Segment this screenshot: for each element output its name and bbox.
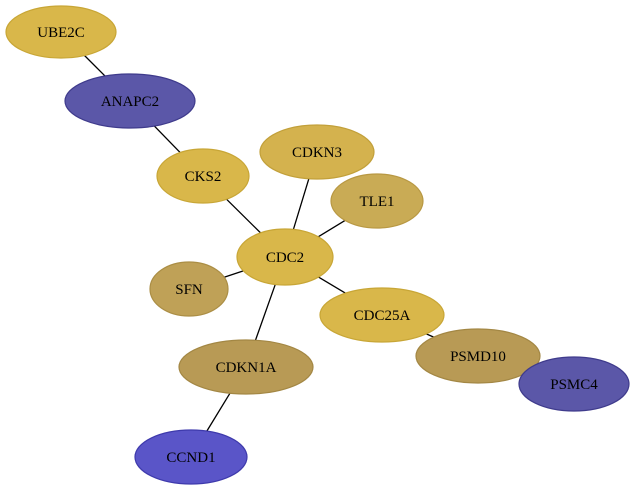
node-shape [134, 429, 248, 485]
node-shape [236, 228, 334, 286]
node-shape [5, 5, 117, 59]
edge-anapc2-cks2 [153, 125, 181, 154]
edge-cdc2-cdkn1a [254, 284, 276, 341]
node-shape [149, 261, 229, 317]
edge-tle1-cdc2 [317, 219, 346, 238]
node-psmd10[interactable]: PSMD10 [415, 328, 541, 384]
node-cks2[interactable]: CKS2 [156, 148, 250, 204]
node-label: CKS2 [185, 169, 222, 185]
node-label: SFN [175, 282, 203, 298]
node-sfn[interactable]: SFN [149, 261, 229, 317]
node-shape [156, 148, 250, 204]
node-cdc2[interactable]: CDC2 [236, 228, 334, 286]
node-label: PSMD10 [450, 349, 506, 365]
node-label: CDC2 [266, 250, 304, 266]
node-shape [518, 356, 630, 412]
node-label: CDC25A [354, 308, 411, 324]
node-tle1[interactable]: TLE1 [330, 173, 424, 229]
node-label: PSMC4 [550, 377, 598, 393]
node-shape [415, 328, 541, 384]
edge-ube2c-anapc2 [84, 55, 106, 77]
edge-cks2-cdc2 [226, 198, 262, 234]
edge-cdkn1a-ccnd1 [206, 392, 231, 432]
node-cdkn3[interactable]: CDKN3 [259, 124, 375, 180]
node-psmc4[interactable]: PSMC4 [518, 356, 630, 412]
node-label: ANAPC2 [101, 94, 159, 110]
edge-sfn-cdc2 [223, 270, 244, 278]
node-ccnd1[interactable]: CCND1 [134, 429, 248, 485]
node-ube2c[interactable]: UBE2C [5, 5, 117, 59]
node-cdc25a[interactable]: CDC25A [319, 287, 445, 343]
node-label: CCND1 [166, 450, 215, 466]
node-shape [330, 173, 424, 229]
edge-cdc2-cdc25a [318, 276, 346, 294]
node-label: CDKN1A [216, 360, 277, 376]
node-label: TLE1 [360, 194, 395, 210]
edge-cdkn3-cdc2 [292, 178, 310, 230]
node-cdkn1a[interactable]: CDKN1A [178, 339, 314, 395]
edge-cdc25a-psmd10 [426, 333, 434, 338]
node-shape [178, 339, 314, 395]
node-shape [259, 124, 375, 180]
node-shape [319, 287, 445, 343]
edges-layer [84, 55, 530, 432]
node-label: UBE2C [37, 25, 85, 41]
node-shape [64, 73, 196, 129]
node-anapc2[interactable]: ANAPC2 [64, 73, 196, 129]
node-label: CDKN3 [292, 145, 342, 161]
